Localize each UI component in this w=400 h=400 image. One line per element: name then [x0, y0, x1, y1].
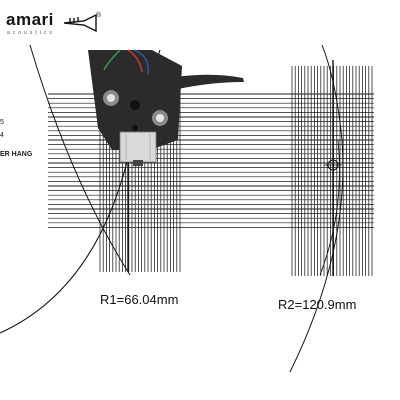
brand-tagline: acoustics — [7, 30, 55, 36]
side-label-1: 5 — [0, 119, 4, 126]
radius-label-r2: R2=120.9mm — [278, 297, 357, 312]
brand-logo: amari acoustics ® — [6, 10, 102, 40]
side-label-overhang: ER HANG — [0, 151, 33, 158]
arc-line-outer — [289, 44, 344, 373]
arc-line-secondary — [319, 139, 340, 276]
registered-mark-icon: ® — [96, 12, 102, 19]
trumpet-logo-icon — [63, 14, 97, 32]
side-label-2: 4 — [0, 132, 4, 139]
cartridge-headshell — [88, 49, 244, 166]
alignment-grid-zone-r2 — [291, 60, 373, 276]
brand-name: amari — [6, 10, 54, 29]
radius-label-r1: R1=66.04mm — [100, 292, 179, 307]
arc-line-left — [29, 44, 131, 276]
